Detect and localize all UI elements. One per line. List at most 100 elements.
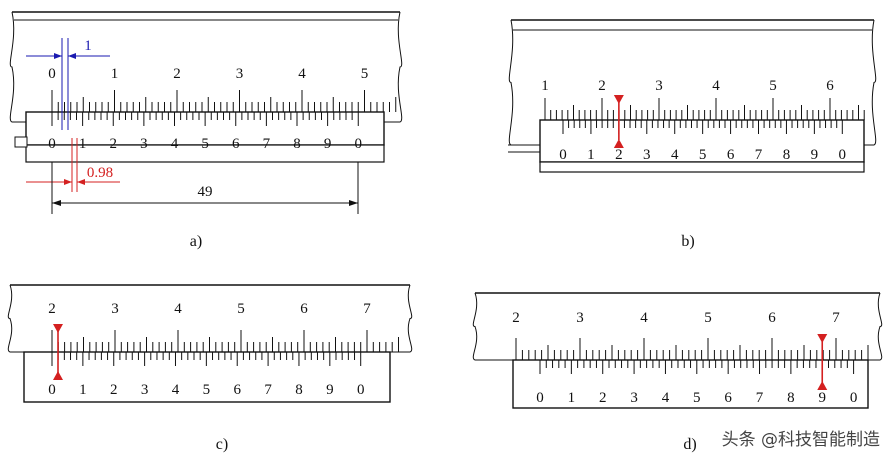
fixed-jaw-stub bbox=[14, 136, 28, 148]
main-scale-number: 3 bbox=[236, 66, 244, 82]
alignment-marker-bottom bbox=[613, 139, 624, 148]
vernier-scale-number: 0 bbox=[850, 390, 858, 406]
vernier-scale-number: 4 bbox=[671, 147, 679, 163]
alignment-marker-bottom bbox=[53, 371, 63, 380]
vernier-scale-number: 1 bbox=[568, 390, 576, 406]
panel-caption: d) bbox=[683, 436, 696, 453]
vernier-plate-lower-edge bbox=[539, 161, 865, 173]
alignment-marker-bottom bbox=[817, 381, 828, 390]
vernier-scale-number: 6 bbox=[233, 382, 241, 398]
vernier-scale-number: 3 bbox=[643, 147, 651, 163]
vernier-scale-number: 7 bbox=[263, 136, 271, 152]
vernier-scale-number: 8 bbox=[787, 390, 795, 406]
main-scale-number: 3 bbox=[655, 78, 663, 94]
alignment-marker-top bbox=[817, 334, 828, 343]
main-scale-number: 6 bbox=[300, 301, 308, 317]
vernier-scale-number: 0 bbox=[559, 147, 567, 163]
vernier-scale-number: 9 bbox=[818, 390, 826, 406]
main-scale-number: 1 bbox=[111, 66, 119, 82]
vernier-scale-number: 9 bbox=[324, 136, 332, 152]
blue-arrow-right bbox=[68, 53, 76, 59]
vernier-scale-number: 0 bbox=[48, 136, 56, 152]
vernier-scale-number: 1 bbox=[79, 136, 87, 152]
vernier-scale-number: 6 bbox=[232, 136, 240, 152]
vernier-scale-number: 3 bbox=[630, 390, 638, 406]
vernier-scale-number: 4 bbox=[172, 382, 180, 398]
vernier-scale-number: 0 bbox=[357, 382, 365, 398]
beam-left-break bbox=[7, 284, 13, 353]
vernier-scale-number: 7 bbox=[756, 390, 764, 406]
main-scale-number: 4 bbox=[298, 66, 306, 82]
beam-right-break bbox=[407, 284, 413, 353]
vernier-length-label: 49 bbox=[198, 184, 213, 200]
main-scale-number: 5 bbox=[704, 310, 712, 326]
vernier-scale-number: 9 bbox=[811, 147, 819, 163]
beam-left-break bbox=[472, 292, 478, 361]
vernier-division-label: 0.98 bbox=[87, 165, 113, 181]
main-scale-number: 3 bbox=[576, 310, 584, 326]
red-arrow-right bbox=[77, 179, 85, 185]
vernier-scale-number: 7 bbox=[755, 147, 763, 163]
vernier-scale-number: 8 bbox=[295, 382, 303, 398]
vernier-scale-number: 4 bbox=[171, 136, 179, 152]
main-scale-number: 2 bbox=[48, 301, 56, 317]
vernier-scale-number: 2 bbox=[599, 390, 607, 406]
main-scale-number: 4 bbox=[712, 78, 720, 94]
main-scale-number: 6 bbox=[826, 78, 834, 94]
beam-right-break bbox=[397, 11, 403, 123]
beam-left-break bbox=[508, 19, 514, 146]
alignment-marker-top bbox=[53, 324, 63, 333]
beam-right-break bbox=[871, 19, 877, 146]
vernier-plate bbox=[539, 119, 865, 163]
main-scale-number: 2 bbox=[512, 310, 520, 326]
vernier-scale-number: 8 bbox=[293, 136, 301, 152]
vernier-scale-number: 0 bbox=[839, 147, 847, 163]
blue-arrow-left bbox=[54, 53, 62, 59]
panel-caption: a) bbox=[190, 233, 202, 250]
beam-left-break bbox=[9, 11, 15, 123]
vernier-scale-number: 0 bbox=[536, 390, 544, 406]
main-scale-number: 7 bbox=[363, 301, 371, 317]
main-scale-number: 4 bbox=[174, 301, 182, 317]
panel-caption: b) bbox=[681, 233, 694, 250]
vernier-scale-number: 8 bbox=[783, 147, 791, 163]
length-arrow-left bbox=[52, 200, 61, 206]
red-arrow-left bbox=[64, 179, 72, 185]
beam-right-break bbox=[877, 292, 883, 361]
vernier-scale-number: 3 bbox=[141, 382, 149, 398]
vernier-scale-number: 5 bbox=[201, 136, 209, 152]
main-scale-number: 5 bbox=[237, 301, 245, 317]
alignment-marker-top bbox=[613, 95, 624, 104]
vernier-scale-number: 6 bbox=[724, 390, 732, 406]
vernier-plate-lower-edge bbox=[25, 144, 385, 163]
vernier-scale-number: 0 bbox=[355, 136, 363, 152]
vernier-scale-number: 1 bbox=[79, 382, 87, 398]
main-scale-number: 5 bbox=[769, 78, 777, 94]
vernier-scale-number: 2 bbox=[110, 136, 118, 152]
main-scale-number: 4 bbox=[640, 310, 648, 326]
vernier-scale-number: 1 bbox=[587, 147, 595, 163]
vernier-scale-number: 2 bbox=[110, 382, 118, 398]
vernier-plate bbox=[23, 351, 391, 403]
main-scale-number: 7 bbox=[832, 310, 840, 326]
vernier-scale-number: 5 bbox=[699, 147, 707, 163]
main-scale-number: 5 bbox=[361, 66, 369, 82]
watermark-text: 头条 @科技智能制造 bbox=[722, 430, 880, 450]
vernier-scale-number: 7 bbox=[264, 382, 272, 398]
main-scale-number: 3 bbox=[111, 301, 119, 317]
length-arrow-right bbox=[349, 200, 358, 206]
vernier-scale-number: 0 bbox=[48, 382, 56, 398]
vernier-scale-number: 6 bbox=[727, 147, 735, 163]
main-scale-number: 0 bbox=[48, 66, 56, 82]
vernier-scale-number: 5 bbox=[203, 382, 211, 398]
vernier-scale-number: 2 bbox=[615, 147, 623, 163]
main-scale-number: 2 bbox=[598, 78, 606, 94]
main-scale-number: 6 bbox=[768, 310, 776, 326]
panel-caption: c) bbox=[216, 436, 228, 453]
